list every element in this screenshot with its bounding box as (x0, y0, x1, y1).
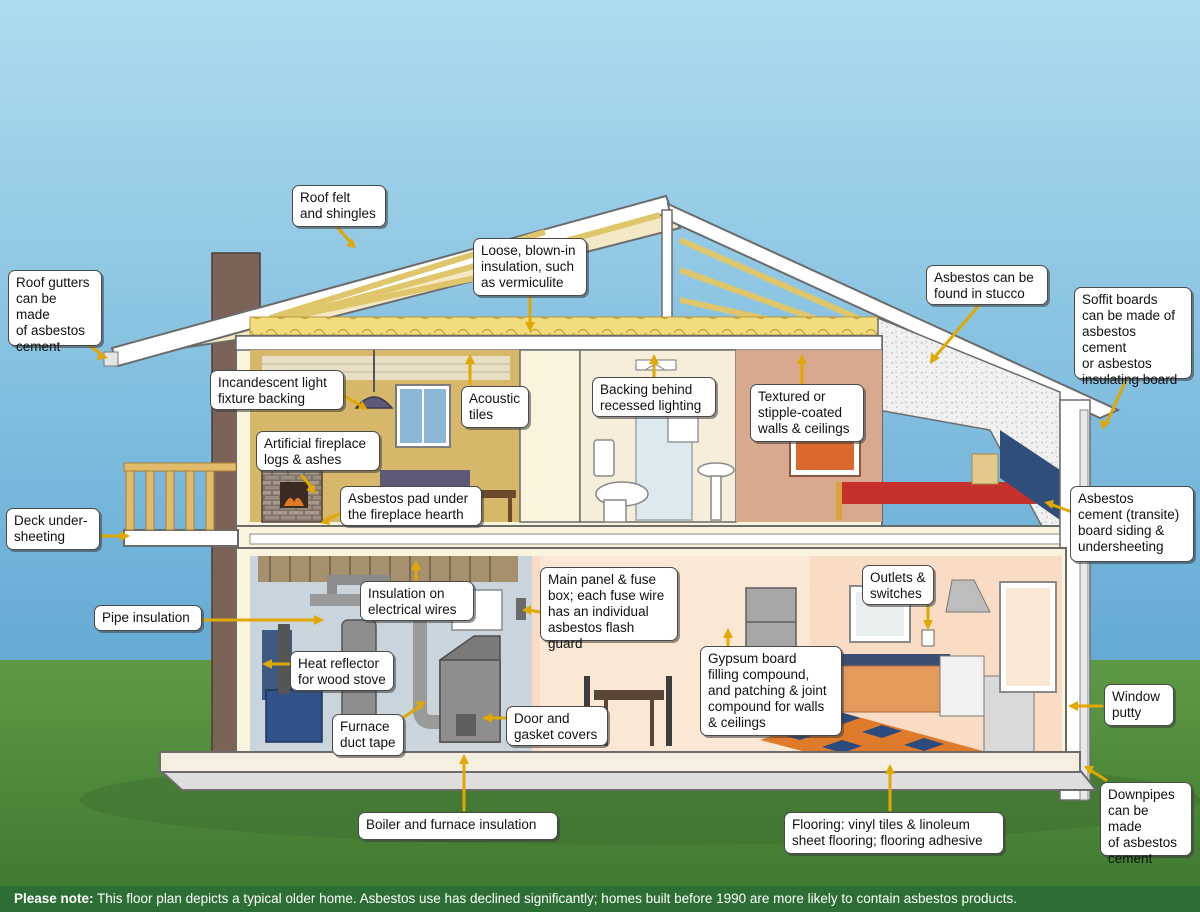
callout-recessed-lighting: Backing behind recessed lighting (592, 377, 716, 417)
callout-window-putty: Window putty (1104, 684, 1174, 726)
callout-soffit: Soffit boards can be made of asbestos ce… (1074, 287, 1192, 387)
callout-deck: Deck under- sheeting (6, 508, 100, 550)
footnote: Please note: This floor plan depicts a t… (0, 886, 1200, 912)
callout-stucco: Asbestos can be found in stucco (926, 265, 1048, 305)
callout-pipe-insulation: Pipe insulation (94, 605, 202, 631)
callout-fireplace-pad: Asbestos pad under the fireplace hearth (340, 486, 482, 526)
callout-duct-tape: Furnace duct tape (332, 714, 404, 756)
callout-boiler: Boiler and furnace insulation (358, 812, 558, 840)
callout-loose-insulation: Loose, blown-in insulation, such as verm… (473, 238, 587, 296)
callout-roof-gutters: Roof gutters can be made of asbestos cem… (8, 270, 102, 354)
callout-acoustic-tiles: Acoustic tiles (461, 386, 529, 428)
callout-heat-reflector: Heat reflector for wood stove (290, 651, 394, 691)
callout-roof-felt: Roof felt and shingles (292, 185, 386, 227)
callout-electrical-wires: Insulation on electrical wires (360, 581, 474, 621)
callout-fireplace-logs: Artificial fireplace logs & ashes (256, 431, 380, 471)
callout-siding: Asbestos cement (transite) board siding … (1070, 486, 1194, 562)
callout-door-gasket: Door and gasket covers (506, 706, 608, 746)
footnote-label: Please note: (14, 891, 94, 906)
callout-main-panel: Main panel & fuse box; each fuse wire ha… (540, 567, 678, 651)
callout-light-fixture: Incandescent light fixture backing (210, 370, 344, 410)
callout-gypsum: Gypsum board filling compound, and patch… (700, 646, 842, 736)
callout-outlets: Outlets & switches (862, 565, 934, 605)
callout-downpipes: Downpipes can be made of asbestos cement (1100, 782, 1192, 866)
callout-flooring: Flooring: vinyl tiles & linoleum sheet f… (784, 812, 1004, 854)
footnote-text: This floor plan depicts a typical older … (93, 891, 1018, 906)
callout-textured-walls: Textured or stipple-coated walls & ceili… (750, 384, 864, 442)
